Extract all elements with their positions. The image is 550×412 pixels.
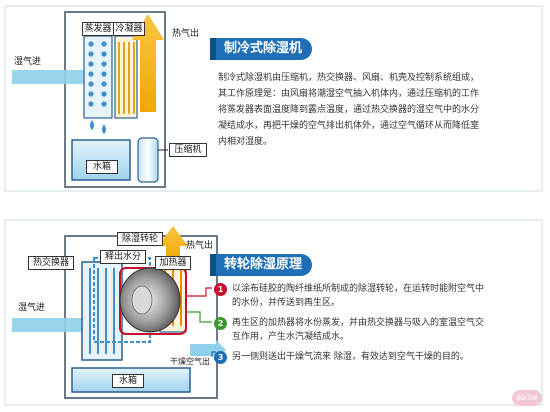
refrigerant-description: 制冷式除湿机由压缩机，热交换器、风扇、机壳及控制系统组成， 其工作原理是：由风扇… bbox=[218, 70, 479, 150]
rotor-hot-air-out-label: 热气出 bbox=[186, 241, 214, 251]
item-line: 以涂布硅胶的陶纤维纸所制成的除湿转轮，在运转时能附空气中 bbox=[232, 284, 485, 294]
item-line: 另一侧则送出干燥气流来 除湿，有效达到空气干燥的目的。 bbox=[232, 352, 469, 362]
rotor-hot-air-arrow bbox=[158, 226, 188, 262]
water-drop bbox=[102, 124, 106, 134]
evaporator-coil bbox=[83, 35, 113, 119]
section-title-refrigerant: 制冷式除湿机 bbox=[209, 38, 313, 60]
rotor-water-tank-label: 水箱 bbox=[112, 374, 144, 388]
evaporator-label: 蒸发器 bbox=[82, 22, 114, 36]
item-line: 再生区的加热器将水份蒸发，并由热交换器与吸入的室温空气交 bbox=[232, 318, 485, 328]
wet-air-inflow bbox=[12, 70, 84, 84]
rotor-item-3: 另一侧则送出干燥气流来 除湿，有效达到空气干燥的目的。 bbox=[232, 350, 469, 364]
rotor-wet-air-in-label: 湿气进 bbox=[18, 303, 46, 313]
leader-1 bbox=[186, 287, 212, 297]
rotor-item-2: 再生区的加热器将水份蒸发，并由热交换器与吸入的室温空气交 互作用，产生水汽凝结成… bbox=[232, 316, 484, 344]
heat-exchanger-label: 热交换器 bbox=[28, 256, 74, 270]
item-line: 的水份，并传送到再生区。 bbox=[232, 298, 341, 308]
item-number-3: 3 bbox=[214, 351, 227, 364]
leader-2 bbox=[186, 311, 212, 323]
item-number-2: 2 bbox=[214, 317, 227, 330]
item-line: 互作用，产生水汽凝结成水。 bbox=[232, 332, 350, 342]
compressor-label: 压缩机 bbox=[169, 143, 207, 157]
watermark-badge: aa3w bbox=[512, 390, 542, 406]
paragraph-line: 将蒸发器表面温度降到露点温度，通过热交换器的湿空气中的水分 bbox=[218, 105, 480, 115]
wet-air-in-label: 湿气进 bbox=[14, 57, 42, 67]
dry-air-outflow bbox=[190, 344, 216, 356]
heater-label: 加热器 bbox=[155, 256, 191, 270]
rotor-item-1: 以涂布硅胶的陶纤维纸所制成的除湿转轮，在运转时能附空气中 的水份，并传送到再生区… bbox=[232, 282, 484, 310]
heat-exchanger bbox=[81, 261, 123, 361]
rotor-wet-air-inflow bbox=[12, 318, 88, 332]
item-number-1: 1 bbox=[214, 283, 227, 296]
paragraph-line: 内相对湿度。 bbox=[218, 137, 273, 147]
dry-air-out-label: 干燥空气出 bbox=[170, 357, 210, 366]
paragraph-line: 其工作原理是：由风扇将潮湿空气抽入机体内，通过压缩机的工作 bbox=[218, 89, 480, 99]
condenser-coil bbox=[114, 35, 138, 119]
water-tank-label: 水箱 bbox=[86, 160, 118, 174]
top-panel-frame bbox=[4, 5, 543, 192]
hot-air-arrow bbox=[132, 14, 164, 112]
bottom-panel-frame bbox=[4, 219, 543, 406]
compressor bbox=[137, 137, 159, 183]
condenser-label: 冷凝器 bbox=[113, 22, 145, 36]
paragraph-line: 制冷式除湿机由压缩机，热交换器、风扇、机壳及控制系统组成， bbox=[218, 73, 480, 83]
water-drop bbox=[90, 120, 94, 130]
rotor-label: 除湿转轮 bbox=[117, 232, 163, 246]
section-title-rotor: 转轮除湿原理 bbox=[209, 254, 313, 276]
moisture-release-label: 释出水分 bbox=[100, 250, 146, 264]
leader-3 bbox=[211, 351, 216, 357]
paragraph-line: 凝结成水，再把干燥的空气排出机体外，通过空气循环从而降低室 bbox=[218, 121, 480, 131]
evaporator-drops bbox=[88, 41, 107, 107]
hot-air-out-label: 热气出 bbox=[172, 29, 200, 39]
